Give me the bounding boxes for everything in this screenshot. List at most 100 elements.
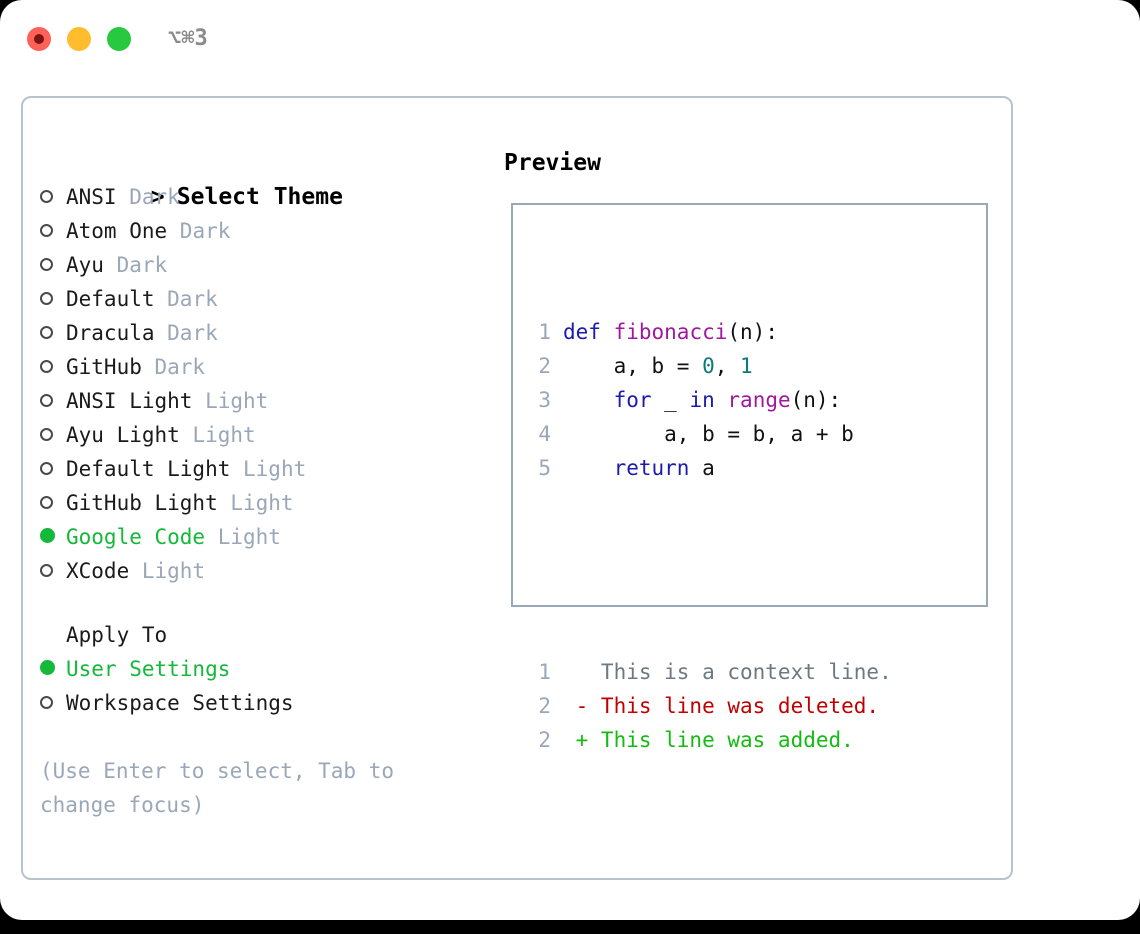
theme-item-kind-badge: Light [179, 423, 256, 447]
preview-heading: Preview [504, 150, 601, 176]
code-token-kw: return [613, 456, 690, 480]
apply-to-heading: Apply To [66, 623, 168, 647]
theme-list-item[interactable]: Ayu Dark [40, 248, 480, 282]
apply-to-option-label: User Settings [66, 657, 231, 681]
radio-unselected-icon [40, 428, 53, 441]
radio-unselected-icon [40, 394, 53, 407]
code-token-plain: (n): [727, 320, 778, 344]
diff-line-text: This is a context line. [563, 660, 892, 684]
theme-list-item[interactable]: GitHub Light Light [40, 486, 480, 520]
code-line-number: 3 [538, 388, 551, 412]
code-line-number: 1 [538, 320, 551, 344]
theme-item-kind-badge: Dark [116, 185, 180, 209]
radio-unselected-icon [40, 564, 53, 577]
radio-unselected-icon [40, 360, 53, 373]
radio-unselected-icon [40, 224, 53, 237]
theme-list-item[interactable]: GitHub Dark [40, 350, 480, 384]
radio-selected-icon [40, 528, 55, 543]
theme-item-radio [40, 418, 66, 452]
theme-list-item[interactable]: Ayu Light Light [40, 418, 480, 452]
code-line: 2 a, b = 0, 1 [525, 349, 892, 383]
radio-selected-icon [40, 660, 55, 675]
theme-list-item[interactable]: Dracula Dark [40, 316, 480, 350]
code-line-number: 4 [538, 422, 551, 446]
apply-to-radio [40, 686, 66, 720]
apply-to-option[interactable]: Workspace Settings [40, 686, 480, 720]
theme-item-radio [40, 316, 66, 350]
code-token-plain [563, 388, 614, 412]
theme-item-kind-badge: Dark [141, 355, 206, 379]
radio-unselected-icon [40, 496, 53, 509]
theme-item-kind-badge: Dark [154, 287, 218, 311]
code-token-plain: (n): [790, 388, 842, 412]
theme-item-name: Ayu [66, 253, 104, 277]
diff-line: 2 + This line was added. [525, 723, 892, 757]
theme-item-radio [40, 554, 66, 588]
theme-item-kind-badge: Dark [103, 253, 168, 277]
theme-list-item[interactable]: Default Light Light [40, 452, 480, 486]
code-token-plain [715, 388, 728, 412]
radio-unselected-icon [40, 190, 53, 203]
theme-item-radio [40, 282, 66, 316]
theme-item-kind-badge: Light [230, 457, 307, 481]
theme-item-name: Default [66, 287, 155, 311]
maximize-window-button[interactable] [107, 27, 131, 51]
code-spacer [525, 553, 892, 587]
theme-item-kind-badge: Dark [167, 219, 231, 243]
theme-item-name: ANSI [66, 185, 117, 209]
theme-item-radio [40, 214, 66, 248]
code-token-kw: for [613, 388, 652, 412]
keyboard-shortcut-label: ⌥⌘3 [168, 26, 208, 51]
code-token-plain: a, b = b, a + b [563, 422, 854, 446]
diff-line-text: + This line was added. [563, 728, 854, 752]
code-token-plain [563, 456, 614, 480]
theme-list-item[interactable]: Atom One Dark [40, 214, 480, 248]
theme-item-name: Dracula [66, 321, 155, 345]
code-line-number: 5 [538, 456, 551, 480]
theme-item-kind-badge: Light [205, 525, 281, 549]
diff-line-number: 2 [538, 694, 551, 718]
theme-list-item[interactable]: XCode Light [40, 554, 480, 588]
code-token-plain: _ [651, 388, 690, 412]
theme-item-name: Ayu Light [66, 423, 180, 447]
diff-line: 2 - This line was deleted. [525, 689, 892, 723]
radio-unselected-icon [40, 326, 53, 339]
code-token-plain: , [714, 354, 741, 378]
code-token-kw: in [689, 388, 715, 412]
theme-item-name: Default Light [66, 457, 231, 481]
theme-list-item[interactable]: ANSI Dark [40, 180, 480, 214]
apply-to-radio [40, 652, 66, 686]
theme-item-name: ANSI Light [66, 389, 193, 413]
code-line: 5 return a [525, 451, 892, 485]
code-line-number: 2 [538, 354, 551, 378]
theme-item-kind-badge: Light [129, 559, 206, 583]
theme-item-radio [40, 180, 66, 214]
prompt-caret-icon: > [150, 184, 165, 210]
code-line: 3 for _ in range(n): [525, 383, 892, 417]
theme-item-kind-badge: Light [217, 491, 294, 515]
apply-to-option[interactable]: User Settings [40, 652, 480, 686]
theme-list-item[interactable]: Default Dark [40, 282, 480, 316]
close-window-button[interactable] [27, 27, 51, 51]
code-token-plain [601, 320, 614, 344]
theme-list-header: > Select Theme [40, 146, 480, 210]
code-token-fn: fibonacci [613, 320, 728, 344]
theme-item-radio [40, 350, 66, 384]
diff-sample-block: 1 This is a context line.2 - This line w… [525, 655, 892, 757]
theme-list-item[interactable]: ANSI Light Light [40, 384, 480, 418]
theme-list-header-label: Select Theme [176, 184, 343, 210]
theme-item-kind-badge: Dark [154, 321, 218, 345]
title-bar: ⌥⌘3 [0, 0, 1140, 78]
theme-list-item[interactable]: Google Code Light [40, 520, 480, 554]
minimize-window-button[interactable] [67, 27, 91, 51]
theme-item-name: Google Code [66, 525, 206, 549]
